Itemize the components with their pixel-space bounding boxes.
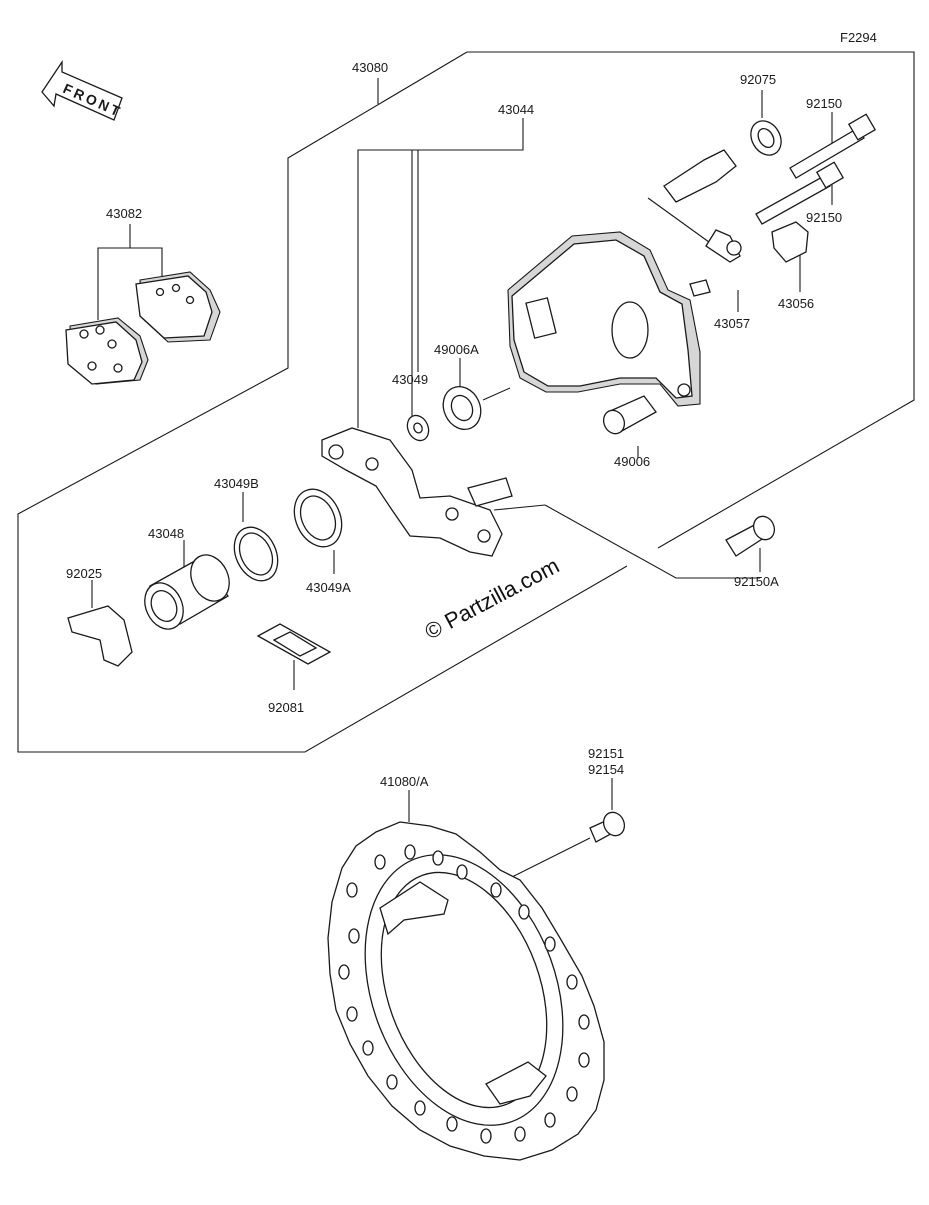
bolt-49006 bbox=[602, 395, 657, 435]
oring-cap bbox=[750, 120, 782, 156]
piston-seals bbox=[233, 488, 343, 582]
figure-code: F2294 bbox=[840, 30, 877, 45]
brake-disc bbox=[327, 821, 605, 1161]
callout-92025: 92025 bbox=[66, 566, 102, 581]
assembly-outline bbox=[17, 51, 915, 753]
caliper-bracket bbox=[321, 427, 513, 557]
brake-pads bbox=[65, 271, 221, 385]
callout-43048: 43048 bbox=[148, 526, 184, 541]
callout-49006: 49006 bbox=[614, 454, 650, 469]
callout-92075: 92075 bbox=[740, 72, 776, 87]
callout-92150a: 92150A bbox=[734, 574, 779, 589]
callout-43049b: 43049B bbox=[214, 476, 259, 491]
callout-92151: 92151 bbox=[588, 746, 624, 761]
callout-43082: 43082 bbox=[106, 206, 142, 221]
front-arrow-icon: FRONT bbox=[41, 59, 125, 121]
caliper-body bbox=[507, 231, 711, 407]
bleeder-assembly bbox=[663, 149, 809, 263]
watermark: © Partzilla.com bbox=[421, 553, 564, 645]
callout-43049: 43049 bbox=[392, 372, 428, 387]
spring-92025 bbox=[67, 605, 133, 667]
callout-49006a: 49006A bbox=[434, 342, 479, 357]
bolt-92150a bbox=[725, 515, 776, 557]
disc-bolt bbox=[589, 811, 626, 843]
callout-43056: 43056 bbox=[778, 296, 814, 311]
plate-92081 bbox=[256, 623, 332, 665]
callout-92081: 92081 bbox=[268, 700, 304, 715]
disc-holes bbox=[338, 844, 590, 1144]
callout-43044: 43044 bbox=[498, 102, 534, 117]
callout-43080: 43080 bbox=[352, 60, 388, 75]
callout-92150-b: 92150 bbox=[806, 210, 842, 225]
boot-and-washer bbox=[406, 386, 482, 442]
callout-92154: 92154 bbox=[588, 762, 624, 777]
callout-43057: 43057 bbox=[714, 316, 750, 331]
piston bbox=[144, 554, 230, 630]
slide-pins bbox=[755, 113, 877, 225]
callout-41080a: 41080/A bbox=[380, 774, 429, 789]
callout-43049a: 43049A bbox=[306, 580, 351, 595]
callout-leaders bbox=[91, 78, 833, 879]
callout-92150-a: 92150 bbox=[806, 96, 842, 111]
